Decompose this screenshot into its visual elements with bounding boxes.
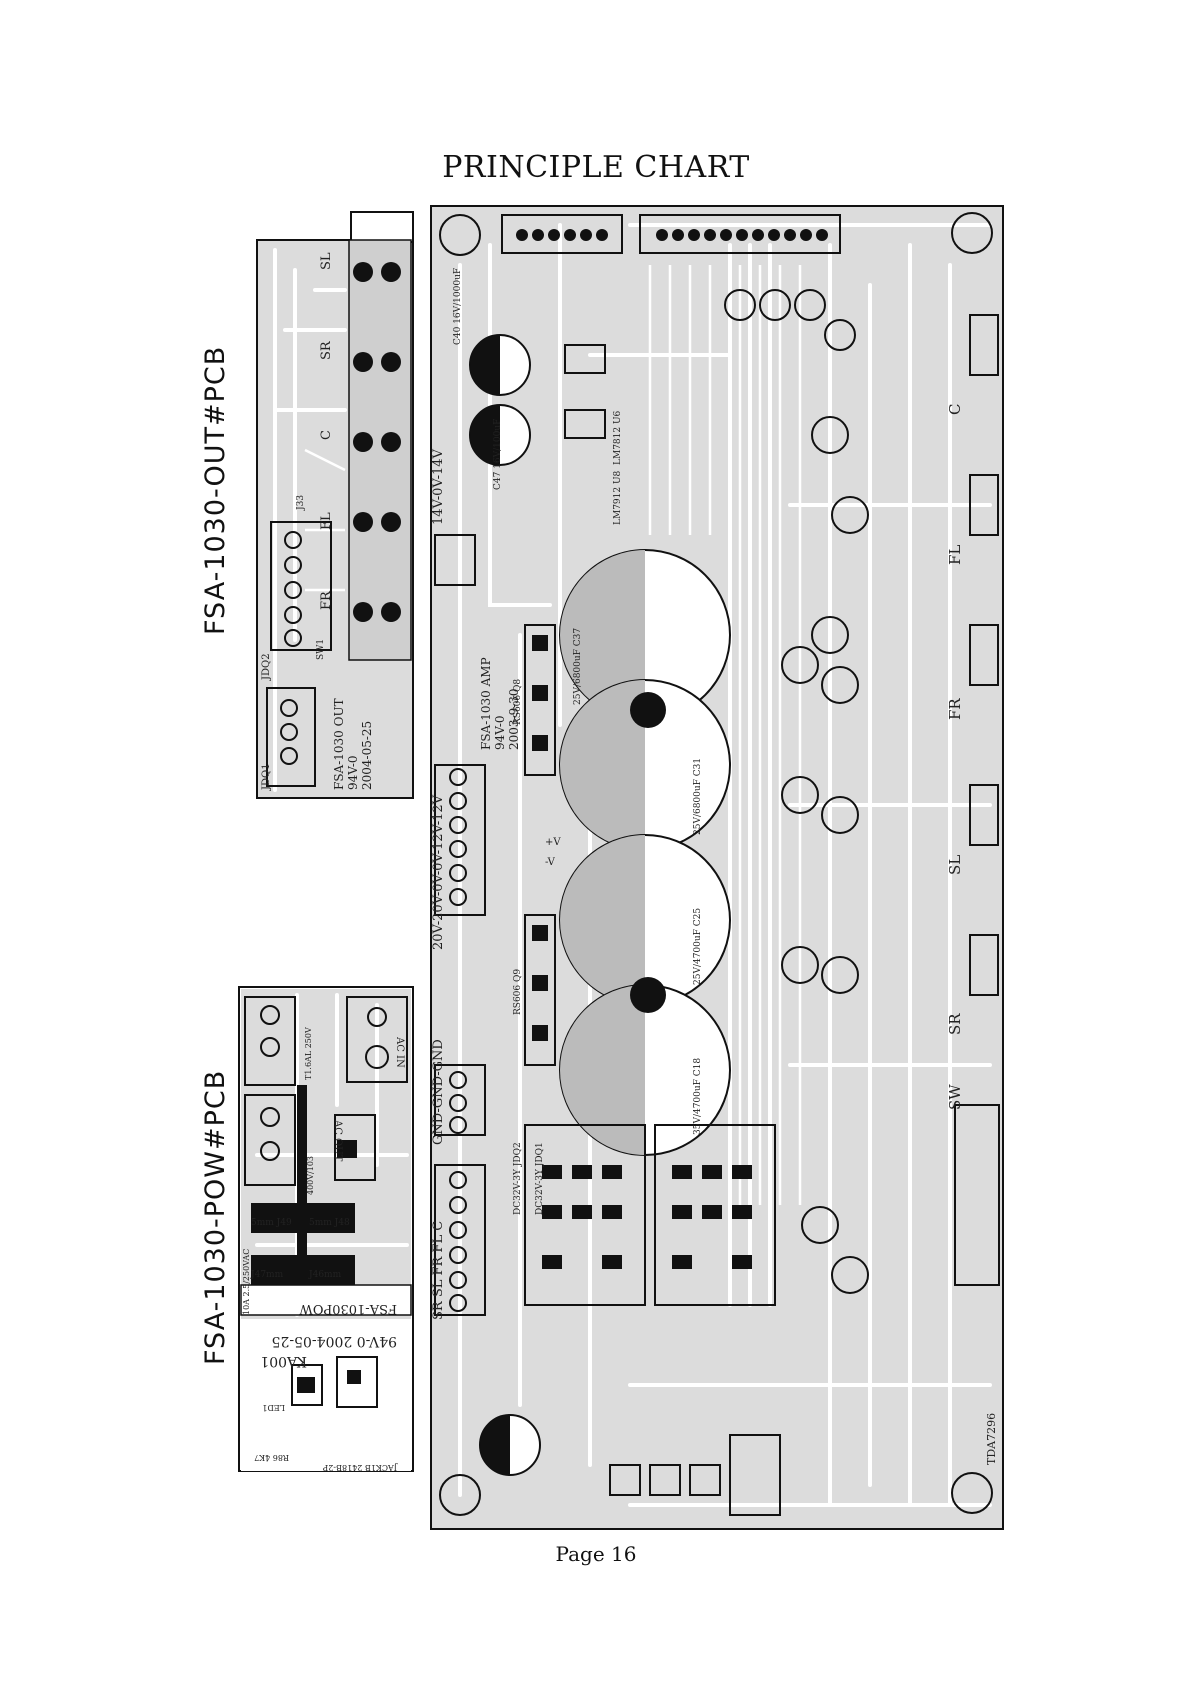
pow-ac-in: AC IN: [394, 1036, 405, 1068]
pow-ac-out: AC OUT: [332, 1119, 343, 1162]
pow-fuse-rating: T1.6AL 250V: [304, 1027, 313, 1080]
amp-date: 2003-9-30: [507, 688, 521, 750]
out-pcb-board: SL SR C FL FR J33 SW1 JDQ2 JDQ1 FSA-1030…: [256, 211, 414, 799]
amp-minus-v: -V: [545, 857, 556, 868]
out-ch-fr: FR: [319, 590, 334, 610]
amp-reg-7812: LM7812 U6: [613, 410, 623, 465]
out-board-id: FSA-1030 OUT: [332, 698, 346, 790]
out-ch-fl: FL: [319, 512, 334, 530]
out-ch-sl: SL: [319, 252, 334, 270]
amp-cap-c37: 25V/6800uF C37: [573, 628, 583, 705]
pow-cap-value: 400V/103: [306, 1156, 315, 1195]
amp-relay-jdq2: DC32V-3Y JDQ2: [513, 1142, 523, 1215]
amp-reg-7912: LM7912 U8: [613, 470, 623, 525]
amp-cap-c40: C40 16V/1000uF: [453, 268, 463, 345]
amp-cap-c25: 25V/4700uF C25: [693, 908, 703, 985]
amp-header-20v: 20V-20V-0V-0V-12V-12V: [431, 794, 446, 950]
amp-ch-fl: FL: [946, 545, 964, 565]
pow-resistor: R86 4K7: [254, 1453, 289, 1462]
pow-part: KA001: [260, 1353, 307, 1369]
page-title: PRINCIPLE CHART: [442, 150, 750, 185]
pow-jumper-47: J47mm: [250, 1270, 284, 1280]
amp-bridge-q9: RS606 Q9: [513, 969, 523, 1015]
out-ch-sr: SR: [319, 340, 334, 360]
amp-ch-sw: SW: [946, 1084, 964, 1110]
amp-header-out: SR SL FR FL C: [431, 1221, 446, 1320]
amp-ic-label: TDA7296: [985, 1413, 998, 1465]
amp-cap-c47: C47 16V/100uF: [493, 419, 503, 490]
amp-relay-jdq1: DC32V-3Y JDQ1: [535, 1142, 545, 1215]
out-jumper: J33: [296, 495, 306, 511]
amp-pcb-board: 14V-0V-14V 20V-20V-0V-0V-12V-12V GND-GND…: [430, 205, 1004, 1530]
pow-board-name: FSA-1030POW: [299, 1301, 397, 1316]
out-rating: 94V-0: [346, 755, 360, 790]
pow-jumper-49: 5mm J49: [251, 1218, 292, 1228]
out-pcb-label: FSA-1030-OUT#PCB: [200, 345, 231, 635]
out-conn-jdq1: JDQ1: [261, 763, 272, 791]
pow-led: LED1: [262, 1403, 285, 1412]
amp-ch-sr: SR: [946, 1013, 964, 1035]
pow-jumper-46: J46mm: [308, 1270, 342, 1280]
amp-bridge-q8: RS606 Q8: [513, 679, 523, 725]
pow-jumper-48: 5mm J48: [309, 1218, 350, 1228]
amp-header-14v: 14V-0V-14V: [431, 448, 446, 525]
amp-cap-c18: 35V/4700uF C18: [693, 1058, 703, 1135]
pow-pcb-label: FSA-1030-POW#PCB: [200, 1069, 231, 1365]
pow-fuse2: 10A 2.5/250VAC: [242, 1249, 251, 1315]
amp-cap-c31: 25V/6800uF C31: [693, 758, 703, 835]
amp-board-id: FSA-1030 AMP: [479, 657, 493, 750]
out-switch: SW1: [316, 639, 326, 660]
amp-ch-fr: FR: [946, 698, 964, 720]
amp-plus-v: +V: [545, 837, 561, 848]
amp-header-gnd: GND-GND-GND: [431, 1039, 446, 1145]
pow-pcb-board: AC IN AC OUT T1.6AL 250V 400V/103 10A 2.…: [238, 986, 414, 1472]
amp-ch-sl: SL: [946, 855, 964, 875]
page-number: Page 16: [555, 1542, 637, 1566]
out-ch-c: C: [319, 430, 334, 440]
pow-jack-b: JACK1B 2418B-2P: [322, 1463, 398, 1472]
out-date: 2004-05-25: [360, 721, 374, 790]
amp-rating: 94V-0: [493, 715, 507, 750]
pow-rating-date: 94V-0 2004-05-25: [272, 1333, 397, 1349]
out-conn-jdq2: JDQ2: [261, 653, 272, 681]
amp-ch-c: C: [946, 404, 964, 415]
